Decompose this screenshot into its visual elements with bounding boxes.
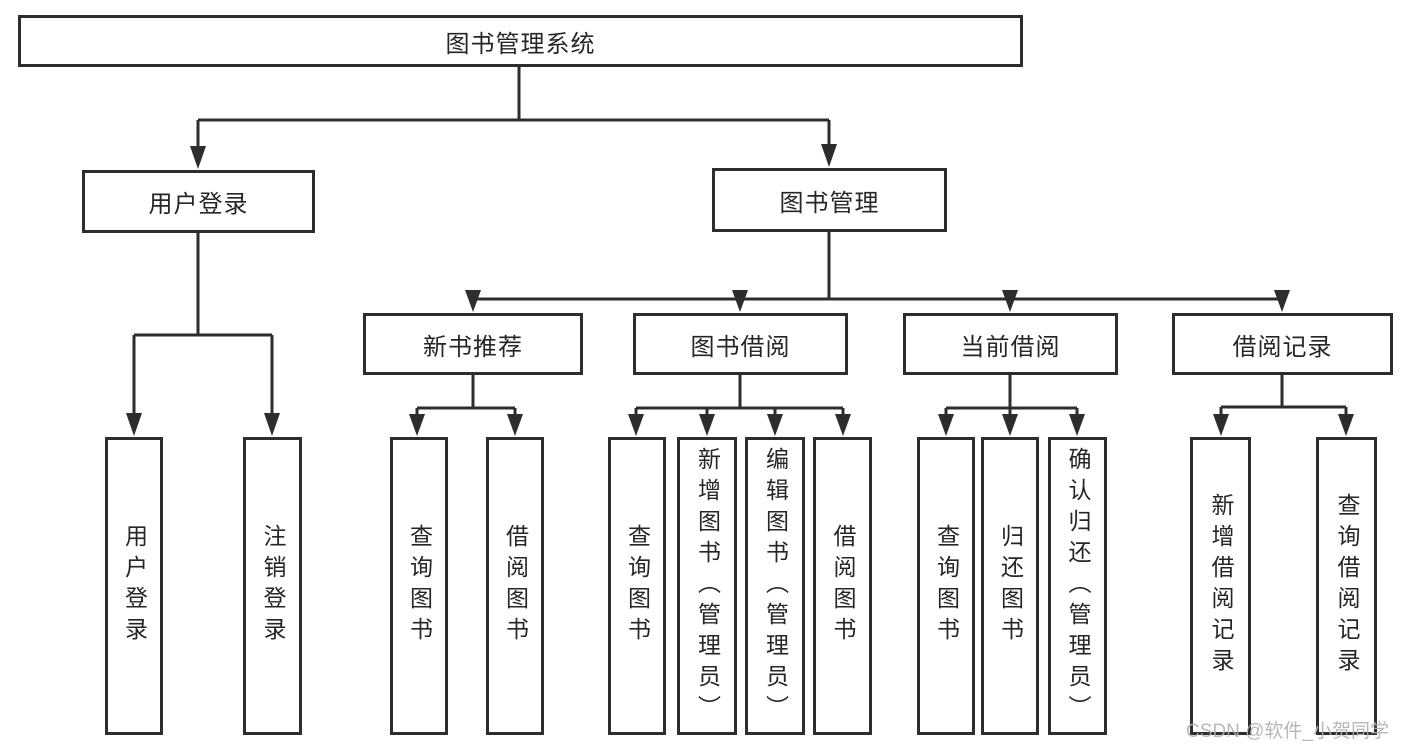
leaf-confirm-return-admin-label: 确认归还（管理员） <box>1065 446 1091 726</box>
edge-userlogin-to-leaves <box>132 233 274 416</box>
leaf-newbook-borrow: 借阅图书 <box>486 437 544 735</box>
edge-current-to-leaves <box>944 375 1079 417</box>
node-user-login: 用户登录 <box>82 170 315 233</box>
leaf-borrow-book: 借阅图书 <box>813 437 872 735</box>
watermark: CSDN @软件_小贺同学 <box>1186 721 1389 742</box>
edge-bookmgmt-to-level2 <box>473 232 1282 301</box>
leaf-edit-book-admin-label: 编辑图书（管理员） <box>762 446 789 726</box>
leaf-newbook-query-label: 查询图书 <box>406 524 433 648</box>
leaf-confirm-return-admin: 确认归还（管理员） <box>1048 437 1107 735</box>
leaf-borrow-query-label: 查询图书 <box>624 524 651 648</box>
leaf-add-borrow-record-label: 新增借阅记录 <box>1208 493 1234 679</box>
edge-records-to-leaves <box>1219 375 1348 417</box>
leaf-logout-label: 注销登录 <box>260 524 286 648</box>
leaf-add-book-admin: 新增图书（管理员） <box>677 437 737 735</box>
leaf-borrow-query: 查询图书 <box>608 437 666 735</box>
node-borrow-records: 借阅记录 <box>1172 313 1393 375</box>
node-current-borrow: 当前借阅 <box>903 313 1118 375</box>
edge-borrow-to-leaves <box>634 375 845 417</box>
leaf-current-query: 查询图书 <box>917 437 975 735</box>
leaf-return-book-label: 归还图书 <box>997 524 1024 648</box>
leaf-current-query-label: 查询图书 <box>933 524 960 648</box>
node-current-borrow-label: 当前借阅 <box>960 333 1061 361</box>
node-book-management: 图书管理 <box>712 168 947 232</box>
node-book-borrow-label: 图书借阅 <box>690 333 791 361</box>
node-root-label: 图书管理系统 <box>445 30 596 58</box>
edge-root-to-level1 <box>196 67 831 150</box>
leaf-logout: 注销登录 <box>243 437 302 735</box>
node-book-borrow: 图书借阅 <box>633 313 848 375</box>
leaf-edit-book-admin: 编辑图书（管理员） <box>745 437 805 735</box>
leaf-query-borrow-record: 查询借阅记录 <box>1316 437 1377 735</box>
node-new-book-recommend-label: 新书推荐 <box>423 333 523 361</box>
edge-newbook-to-leaves <box>415 375 517 417</box>
node-new-book-recommend: 新书推荐 <box>363 313 583 375</box>
leaf-borrow-book-label: 借阅图书 <box>830 524 856 648</box>
node-borrow-records-label: 借阅记录 <box>1232 333 1333 361</box>
leaf-newbook-borrow-label: 借阅图书 <box>502 524 529 648</box>
node-root: 图书管理系统 <box>18 15 1023 67</box>
leaf-add-borrow-record: 新增借阅记录 <box>1190 437 1251 735</box>
leaf-query-borrow-record-label: 查询借阅记录 <box>1334 493 1360 679</box>
node-user-login-label: 用户登录 <box>148 191 249 218</box>
leaf-user-login-label: 用户登录 <box>121 524 148 648</box>
leaf-user-login: 用户登录 <box>105 437 163 735</box>
node-book-management-label: 图书管理 <box>779 189 880 217</box>
leaf-add-book-admin-label: 新增图书（管理员） <box>694 446 721 726</box>
leaf-return-book: 归还图书 <box>981 437 1039 735</box>
leaf-newbook-query: 查询图书 <box>390 437 448 735</box>
